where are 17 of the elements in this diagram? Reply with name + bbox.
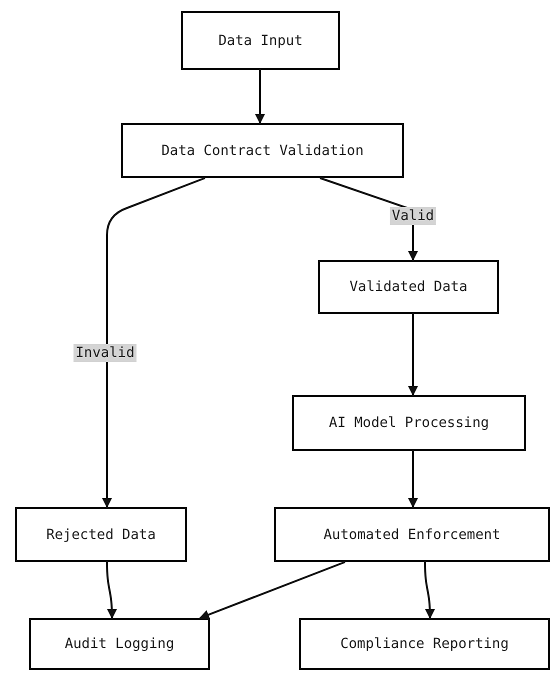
process-box: Automated Enforcement [274, 507, 550, 562]
process-box: Data Input [181, 11, 340, 70]
edge-label: Valid [390, 207, 436, 225]
arrow [102, 177, 206, 508]
arrow [424, 562, 435, 619]
process-box: AI Model Processing [292, 395, 526, 451]
arrow [408, 314, 418, 396]
process-box: Data Contract Validation [121, 123, 404, 178]
arrow [408, 451, 418, 508]
arrow [106, 562, 117, 619]
arrow [199, 561, 346, 620]
process-box: Validated Data [318, 260, 499, 314]
edge-label: Invalid [74, 344, 136, 362]
process-box: Compliance Reporting [299, 618, 550, 670]
process-box: Audit Logging [29, 618, 210, 670]
arrow [255, 70, 265, 124]
process-box: Rejected Data [15, 507, 187, 562]
